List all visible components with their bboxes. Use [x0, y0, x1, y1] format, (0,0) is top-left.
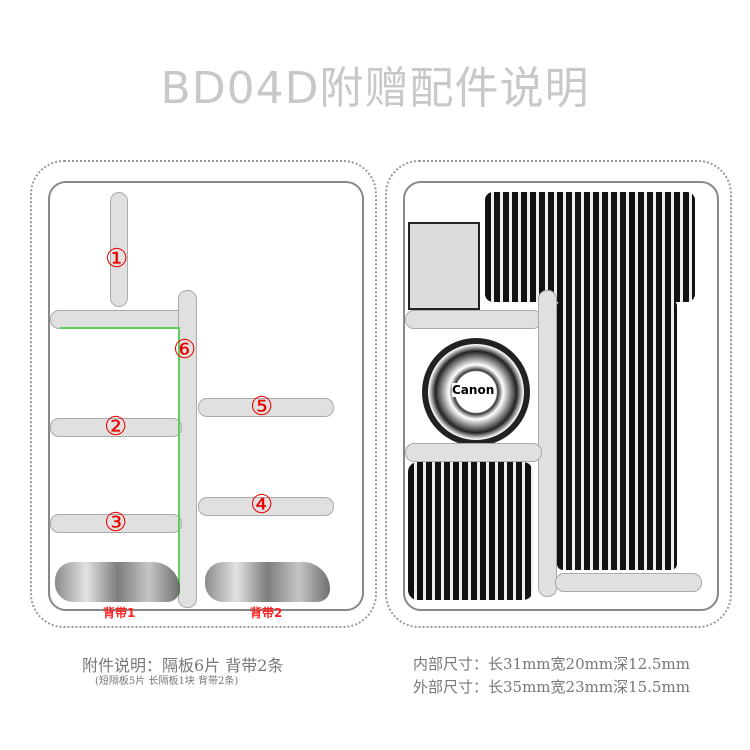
divider-2: [50, 418, 182, 437]
strap-1-image: [55, 562, 180, 602]
inner-dimensions: 内部尺寸：长31mm宽20mm深12.5mm: [413, 655, 690, 673]
divider-right-top: [405, 310, 542, 329]
page-title: BD04D附赠配件说明: [160, 63, 590, 114]
number-1: ①: [105, 244, 129, 274]
divider-right-bottom: [555, 573, 702, 592]
strap-2-image: [205, 562, 330, 602]
divider-right-middle: [405, 443, 542, 462]
number-3: ③: [104, 508, 128, 538]
divider-5: [198, 398, 334, 417]
divider-4: [198, 497, 334, 516]
divider-1: [110, 192, 128, 307]
accessories-subcaption: (短隔板5片 长隔板1块 背带2条): [95, 676, 239, 687]
number-6: ⑥: [173, 335, 197, 365]
divider-right-vertical: [538, 290, 557, 597]
prime-lens-image: [408, 462, 533, 600]
outer-dimensions: 外部尺寸：长35mm宽23mm深15.5mm: [413, 678, 690, 696]
strap-1-label: 背带1: [103, 606, 136, 620]
strap-2-label: 背带2: [250, 606, 283, 620]
telephoto-lens-image: [557, 300, 677, 570]
number-2: ②: [104, 412, 128, 442]
green-guide-line: [60, 327, 180, 594]
accessories-caption: 附件说明：隔板6片 背带2条: [82, 656, 284, 675]
number-4: ④: [250, 490, 274, 520]
divider-3: [50, 514, 182, 533]
lens-cap-brand: Canon: [452, 383, 495, 397]
right-case: [385, 160, 732, 628]
number-5: ⑤: [250, 392, 274, 422]
left-case: [30, 160, 377, 628]
camera-body-image: [485, 192, 695, 302]
battery-image: [408, 222, 480, 310]
left-case-interior: [48, 181, 364, 611]
